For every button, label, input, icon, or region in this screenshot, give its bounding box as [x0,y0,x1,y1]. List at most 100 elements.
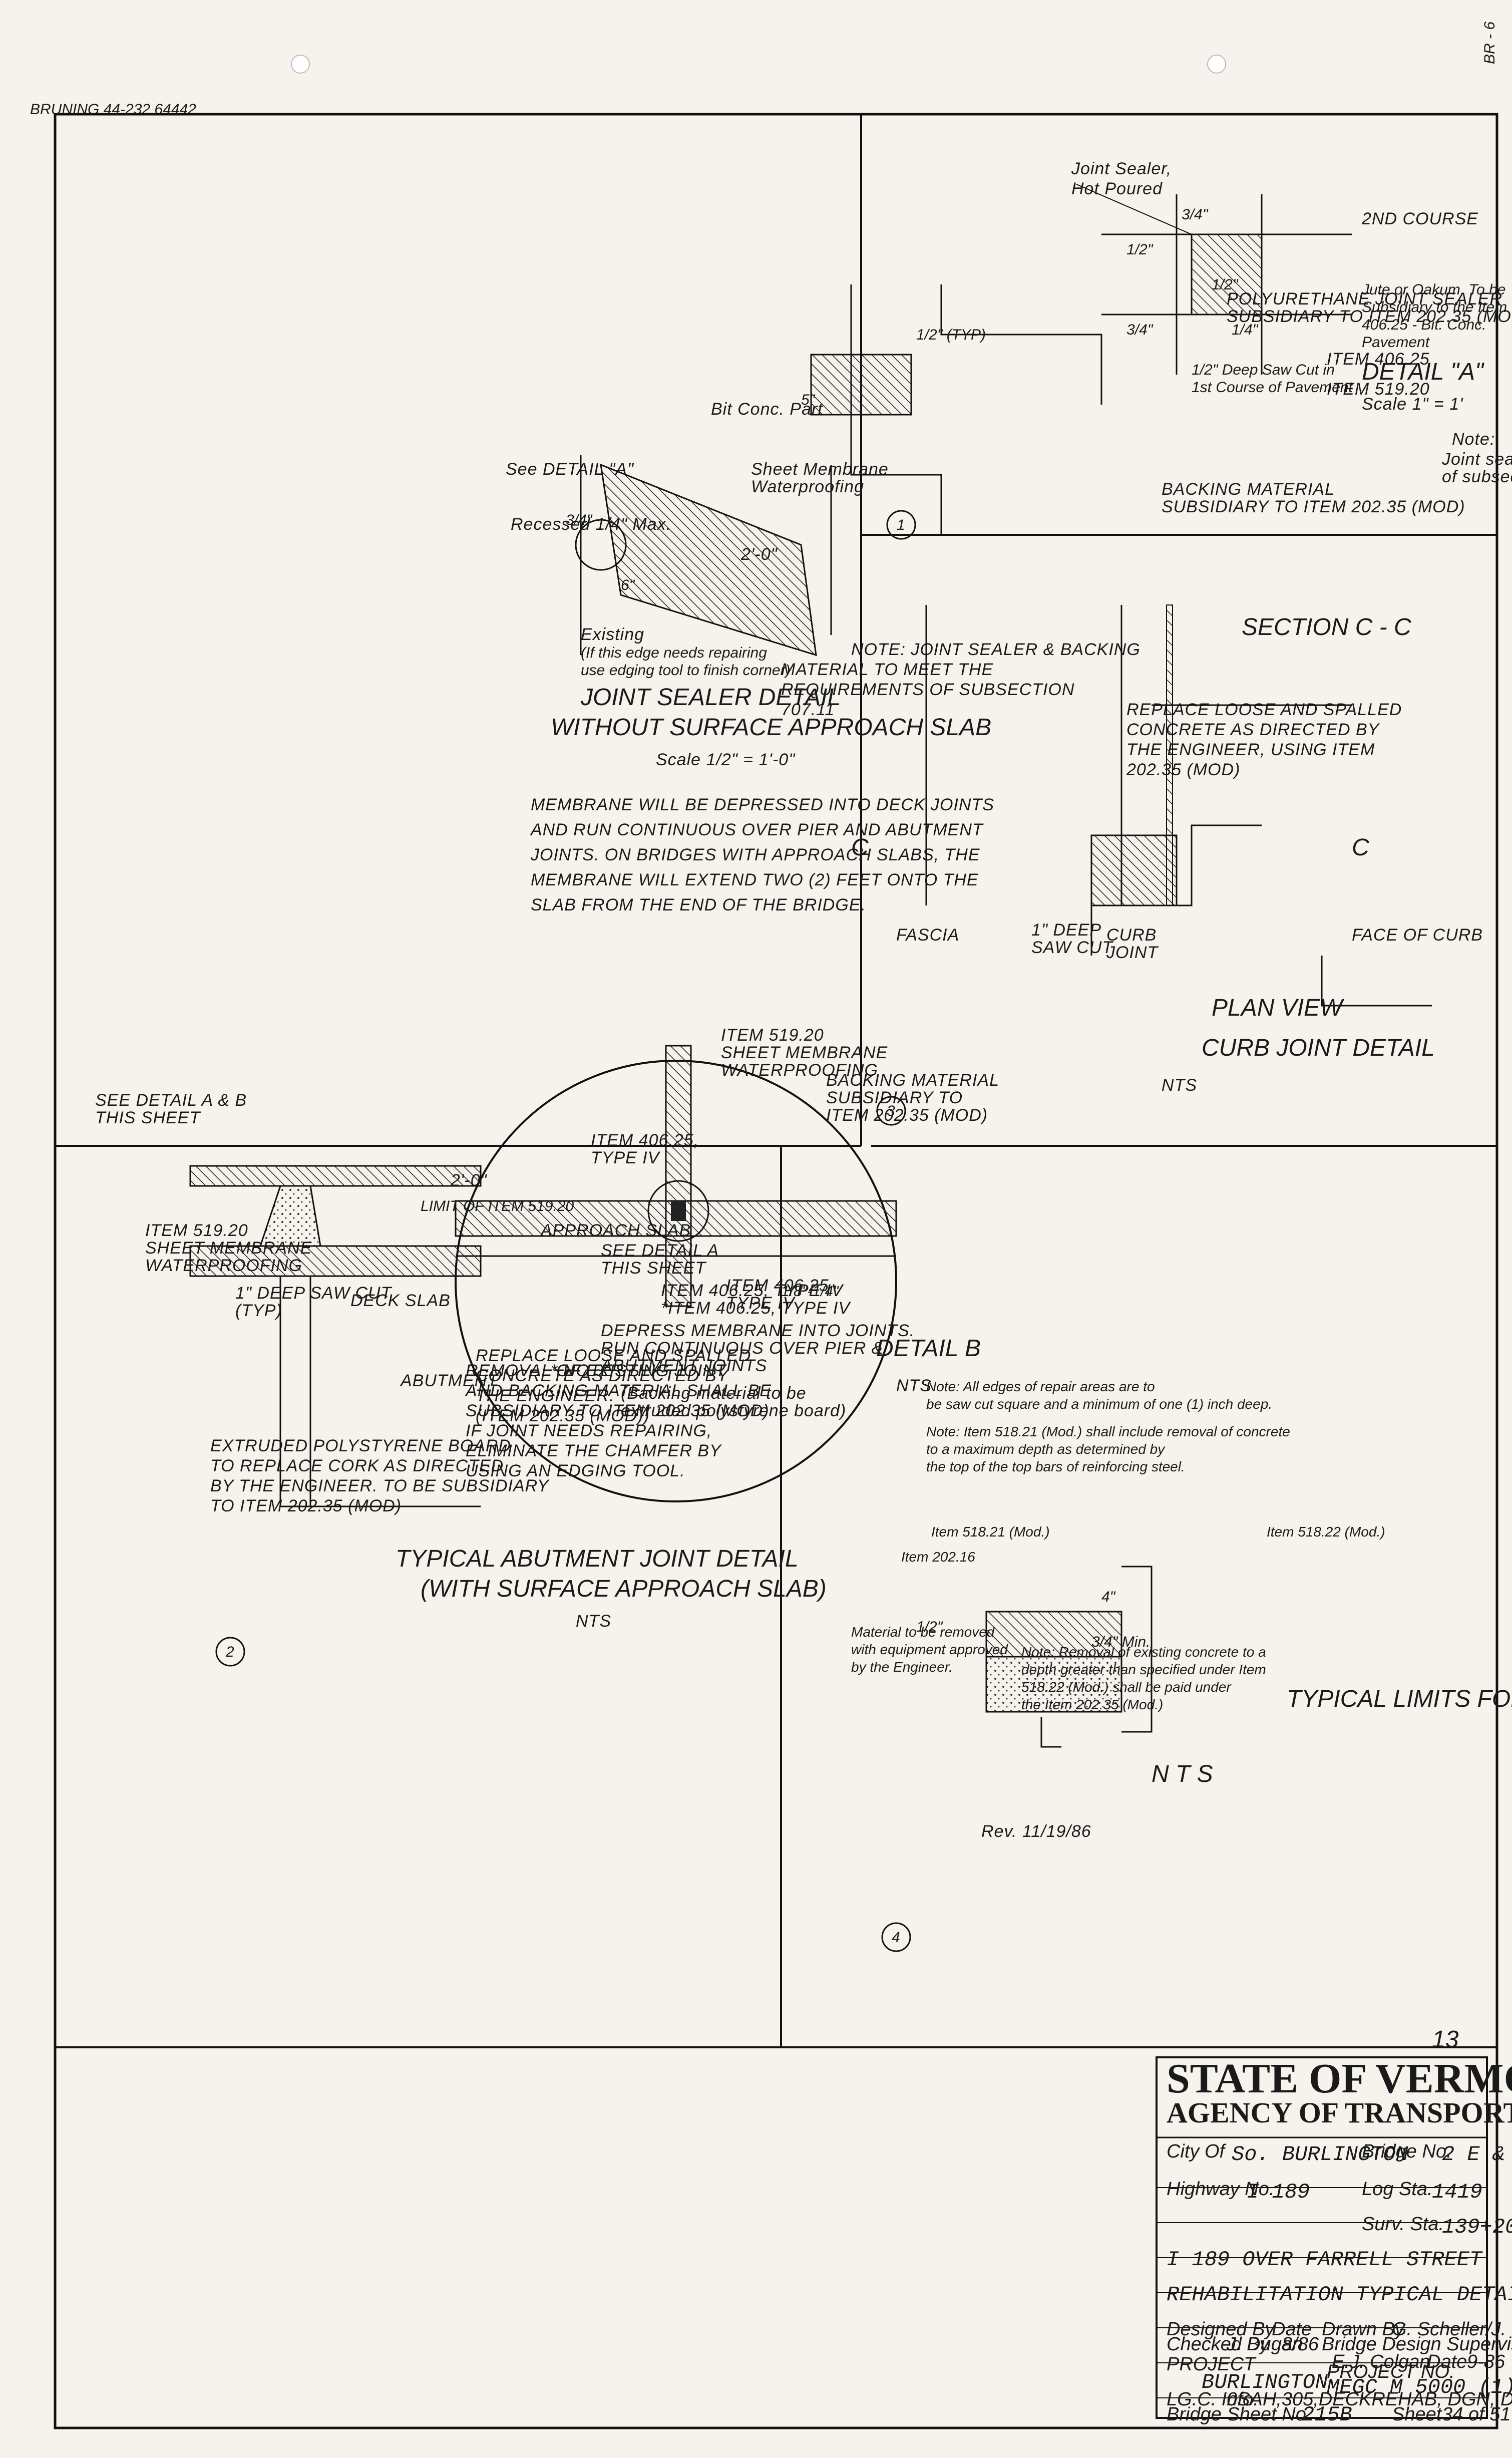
tb-sup-date-label: Date [1427,2351,1467,2372]
detail-a: Joint Sealer, Hot Poured 3/4" 1/2" 1/2" … [886,159,1512,540]
tb-agency: AGENCY OF TRANSPORTATION [1167,2096,1512,2129]
curb-fascia: FASCIA [896,926,959,945]
punch-hole [291,55,310,74]
abut-item406b: ITEM 406.25 [726,1276,829,1295]
jsd-dim: 2'-0" [740,545,778,564]
tb-drawn: G. Scheller/J. Newton [1392,2319,1512,2340]
detail-a-jute: Pavement [1362,334,1430,351]
curb-item519: ITEM 519.20 [1327,380,1430,399]
removal-item518-22: Item 518.22 (Mod.) [1267,1524,1385,1540]
detail-b: ITEM 519.20 SHEET MEMBRANE WATERPROOFING… [455,1026,999,1502]
abut-item406b: TYPE IV [726,1294,796,1313]
abut-deep-saw: 1" DEEP SAW CUT [235,1284,393,1303]
detail-a-dim: 3/4" [1126,322,1154,338]
detail-b-removal: REMOVAL OF EXISTING JOINT [466,1361,727,1380]
jsd-existing: Existing [581,625,644,644]
abut-replace: REPLACE LOOSE AND SPALLED [476,1346,751,1365]
detail-a-title: DETAIL "A" [1362,359,1484,385]
tb-checked: J. Dugan [1226,2334,1303,2355]
tb-state: STATE OF VERMONT [1167,2055,1512,2102]
tb-desc: I 189 OVER FARRELL STREET [1167,2248,1483,2272]
removal-scale: N T S [1152,1761,1213,1787]
detail-b-backing-mat: (Backing material to be [621,1384,807,1403]
abut-item406: TYPE IV [591,1148,661,1167]
jsd-para: AND RUN CONTINUOUS OVER PIER AND ABUTMEN… [530,820,984,839]
detail-b-dim: 1/8"-1/4" [781,1283,839,1300]
tb-lgc: 0SAH,305,DECKREHAB, DGN, DECKREHAB.PRR [1227,2389,1512,2410]
abut-see-ab: SEE DETAIL A & B [95,1091,247,1110]
abut-extruded: BY THE ENGINEER. TO BE SUBSIDIARY [210,1476,550,1495]
joint-sealer-detail: Bit Conc. Part Sheet Membrane Waterproof… [506,392,994,914]
removal-note: the top of the top bars of reinforcing s… [926,1459,1185,1474]
abut-see-ab: THIS SHEET [95,1108,201,1127]
sheet-tag: BR - 6 [1481,22,1498,64]
abut-replace: THE ENGINEER. [476,1386,614,1405]
detail-b-removal: ELIMINATE THE CHAMFER BY [466,1441,722,1460]
abut-scale: NTS [576,1612,611,1631]
tb-city: So. BURLINGTON [1232,2142,1409,2167]
detail-b-see-a: THIS SHEET [601,1259,706,1278]
removal-number: 4 [892,1929,900,1946]
detail-a-req: Joint sealer to meet requirements [1441,450,1512,469]
jsd-sheet-membrane: Sheet Membrane [751,460,889,479]
tb-lgc-label: LG.C. Info. [1167,2389,1259,2410]
detail-a-saw: 1/2" Deep Saw Cut in [1192,362,1335,378]
jsd-existing: use edging tool to finish corner) [581,662,791,679]
removal-rev: Rev. 11/19/86 [981,1822,1091,1841]
removal-note2: 518.22 (Mod.) shall be paid under [1021,1679,1232,1695]
detail-b-backing-mat: extruded polystyrene board) [621,1401,846,1420]
curb-number: 3 [887,1103,895,1119]
abut-approach-slab: APPROACH SLAB [540,1221,691,1240]
title-block: STATE OF VERMONT AGENCY OF TRANSPORTATIO… [1156,2026,1512,2427]
curb-section-title: SECTION C - C [1242,614,1411,641]
tb-highway: I 189 [1247,2180,1310,2204]
abut-dim: 2'-0" [450,1171,488,1190]
removal-note: to a maximum depth as determined by [926,1441,1166,1457]
tb-log-sta-label: Log Sta. [1362,2179,1433,2200]
curb-title: CURB JOINT DETAIL [1202,1035,1435,1061]
tb-bridge-sheet-label: Bridge Sheet No. [1167,2404,1311,2425]
jsd-scale: Scale 1/2" = 1'-0" [656,750,796,769]
detail-a-second-course: 2ND COURSE [1361,209,1478,228]
detail-a-req: of subsection 707.10. [1442,467,1512,486]
abut-limit: LIMIT OF ITEM 519.20 [421,1198,574,1214]
removal-note2: Note: Removal of existing concrete to a [1021,1644,1266,1660]
abut-waterproofing: WATERPROOFING [145,1256,302,1275]
detail-b-backing: ITEM 202.35 (MOD) [826,1106,988,1125]
tb-desc: REHABILITATION TYPICAL DETAILS [1167,2283,1512,2307]
jsd-dim: 6" [621,577,635,593]
curb-joint-label: JOINT [1106,943,1159,962]
abut-number: 2 [225,1644,234,1660]
abutment-joint-detail: SEE DETAIL A & B THIS SHEET ITEM 519.20 … [95,1091,829,1667]
removal-note: Note: All edges of repair areas are to [926,1379,1155,1394]
detail-a-hot-poured: Hot Poured [1071,179,1163,198]
detail-a-number: 1 [897,517,905,533]
jsd-existing: (If this edge needs repairing [581,645,767,661]
tb-sheet: 34 of 51 [1442,2404,1510,2425]
detail-b-star-note: * NOTE [551,1361,612,1380]
jsd-para: MEMBRANE WILL BE DEPRESSED INTO DECK JOI… [531,795,994,814]
detail-b-removal: AND BACKING MATERIAL SHALL BE [465,1381,772,1400]
jsd-bit-conc: Bit Conc. Part [711,400,823,419]
curb-joint-detail: POLYURETHANE JOINT SEALER SUBSIDIARY TO … [781,284,1512,1126]
abut-extruded: EXTRUDED POLYSTYRENE BOARD [210,1436,511,1455]
abut-extruded: TO ITEM 202.35 (MOD) [210,1496,402,1515]
tb-date-label: Date [1272,2319,1312,2340]
tb-surv-sta: 139+20 +/- [1442,2215,1512,2239]
tb-log-sta: 1419 [1432,2180,1482,2204]
detail-b-see-a: SEE DETAIL A [601,1241,719,1260]
removal-mat: Material to be removed [851,1624,995,1640]
curb-saw: SAW CUT [1031,938,1113,957]
detail-b-sheet-membrane: SHEET MEMBRANE [721,1043,888,1062]
tb-bridge-no: 2 E & W [1442,2142,1512,2167]
removal-item202: Item 202.16 [901,1549,975,1565]
curb-plan-title: PLAN VIEW [1212,995,1345,1021]
abut-sheet-membrane: SHEET MEMBRANE [145,1239,312,1258]
detail-b-depress: RUN CONTINUOUS OVER PIER & [601,1339,883,1358]
tb-sheet-label: Sheet [1392,2404,1442,2425]
tb-project: BURLINGTON [1202,2370,1328,2394]
curb-backing: BACKING MATERIAL [1162,480,1335,499]
